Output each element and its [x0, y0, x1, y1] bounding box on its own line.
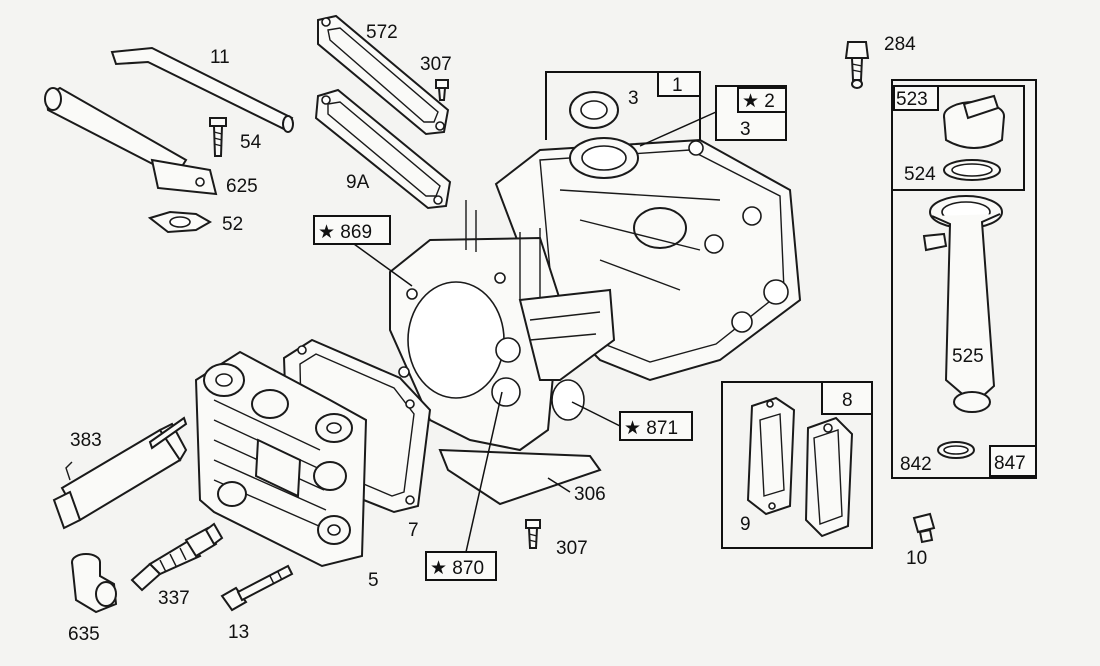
label-box-2: ★ 2 — [742, 91, 775, 112]
spark-plug-337-part — [130, 522, 224, 592]
label-307-bottom: 307 — [556, 538, 588, 559]
label-524: 524 — [904, 164, 936, 185]
label-635: 635 — [68, 624, 100, 645]
label-842: 842 — [900, 454, 932, 475]
cylinder-head-5-part — [194, 350, 368, 568]
callout-box-870 — [425, 551, 497, 581]
dipstick-tube-part — [110, 46, 294, 133]
label-625: 625 — [226, 176, 258, 197]
label-box-523: 523 — [896, 89, 928, 110]
callout-box-2 — [737, 87, 787, 113]
callout-box-8 — [821, 381, 873, 415]
label-307-top: 307 — [420, 54, 452, 75]
leader-box-2 — [639, 111, 717, 147]
oil-cap-subgroup-frame — [891, 85, 1025, 191]
label-572: 572 — [366, 22, 398, 43]
label-box-3: 3 — [740, 119, 751, 140]
label-box-8: 8 — [842, 390, 853, 411]
oil-fill-tube-525-part — [922, 195, 1003, 413]
oil-seal-3-part — [569, 91, 619, 129]
gasket-52-part — [147, 210, 213, 234]
label-box-870: ★ 870 — [430, 558, 484, 579]
dipstick-tube-625-part — [44, 86, 218, 196]
label-box-847: 847 — [994, 453, 1026, 474]
label-11: 11 — [210, 47, 230, 68]
label-306: 306 — [574, 484, 606, 505]
label-525: 525 — [952, 346, 984, 367]
oil-fill-group-frame — [891, 79, 1037, 479]
label-box-869: ★ 869 — [318, 222, 372, 243]
label-9: 9 — [740, 514, 751, 535]
label-9a: 9A — [346, 172, 370, 193]
label-52: 52 — [222, 214, 243, 235]
spark-plug-tool-383-part — [52, 416, 188, 530]
label-7: 7 — [408, 520, 419, 541]
label-284: 284 — [884, 34, 916, 55]
label-3-seal: 3 — [628, 88, 639, 109]
label-box-871: ★ 871 — [624, 418, 678, 439]
leader-869 — [353, 243, 413, 287]
label-box-1: 1 — [672, 75, 683, 96]
spark-plug-boot-635-part — [71, 553, 118, 614]
label-337: 337 — [158, 588, 190, 609]
leader-870 — [465, 391, 503, 553]
callout-box-523 — [893, 85, 939, 111]
screw-284-part — [844, 41, 870, 89]
o-ring-524-part — [943, 159, 1001, 181]
screw-10-part — [912, 512, 936, 544]
oil-cap-523-part — [943, 94, 1005, 149]
callout-box-1 — [657, 71, 701, 97]
group-bracket-1 — [545, 71, 701, 140]
breather-gasket-9-part — [746, 396, 796, 516]
head-bolt-13-part — [220, 564, 294, 612]
label-5: 5 — [368, 570, 379, 591]
callout-box-847 — [989, 445, 1037, 477]
leader-306 — [547, 477, 571, 493]
gasket-572-part — [317, 14, 450, 136]
breather-group-frame — [721, 381, 873, 549]
label-13: 13 — [228, 622, 249, 643]
screw-307-bottom-part — [525, 519, 541, 549]
callout-box-869 — [313, 215, 391, 245]
o-ring-842-part — [937, 441, 975, 459]
screw-54-part — [209, 117, 227, 157]
label-54: 54 — [240, 132, 262, 153]
breather-assembly-part — [804, 416, 854, 538]
label-383: 383 — [70, 430, 102, 451]
screw-307-top-part — [435, 79, 449, 101]
cylinder-block-part — [389, 137, 802, 506]
gasket-9a-part — [314, 88, 452, 210]
label-10: 10 — [906, 548, 927, 569]
leader-871 — [571, 401, 621, 427]
